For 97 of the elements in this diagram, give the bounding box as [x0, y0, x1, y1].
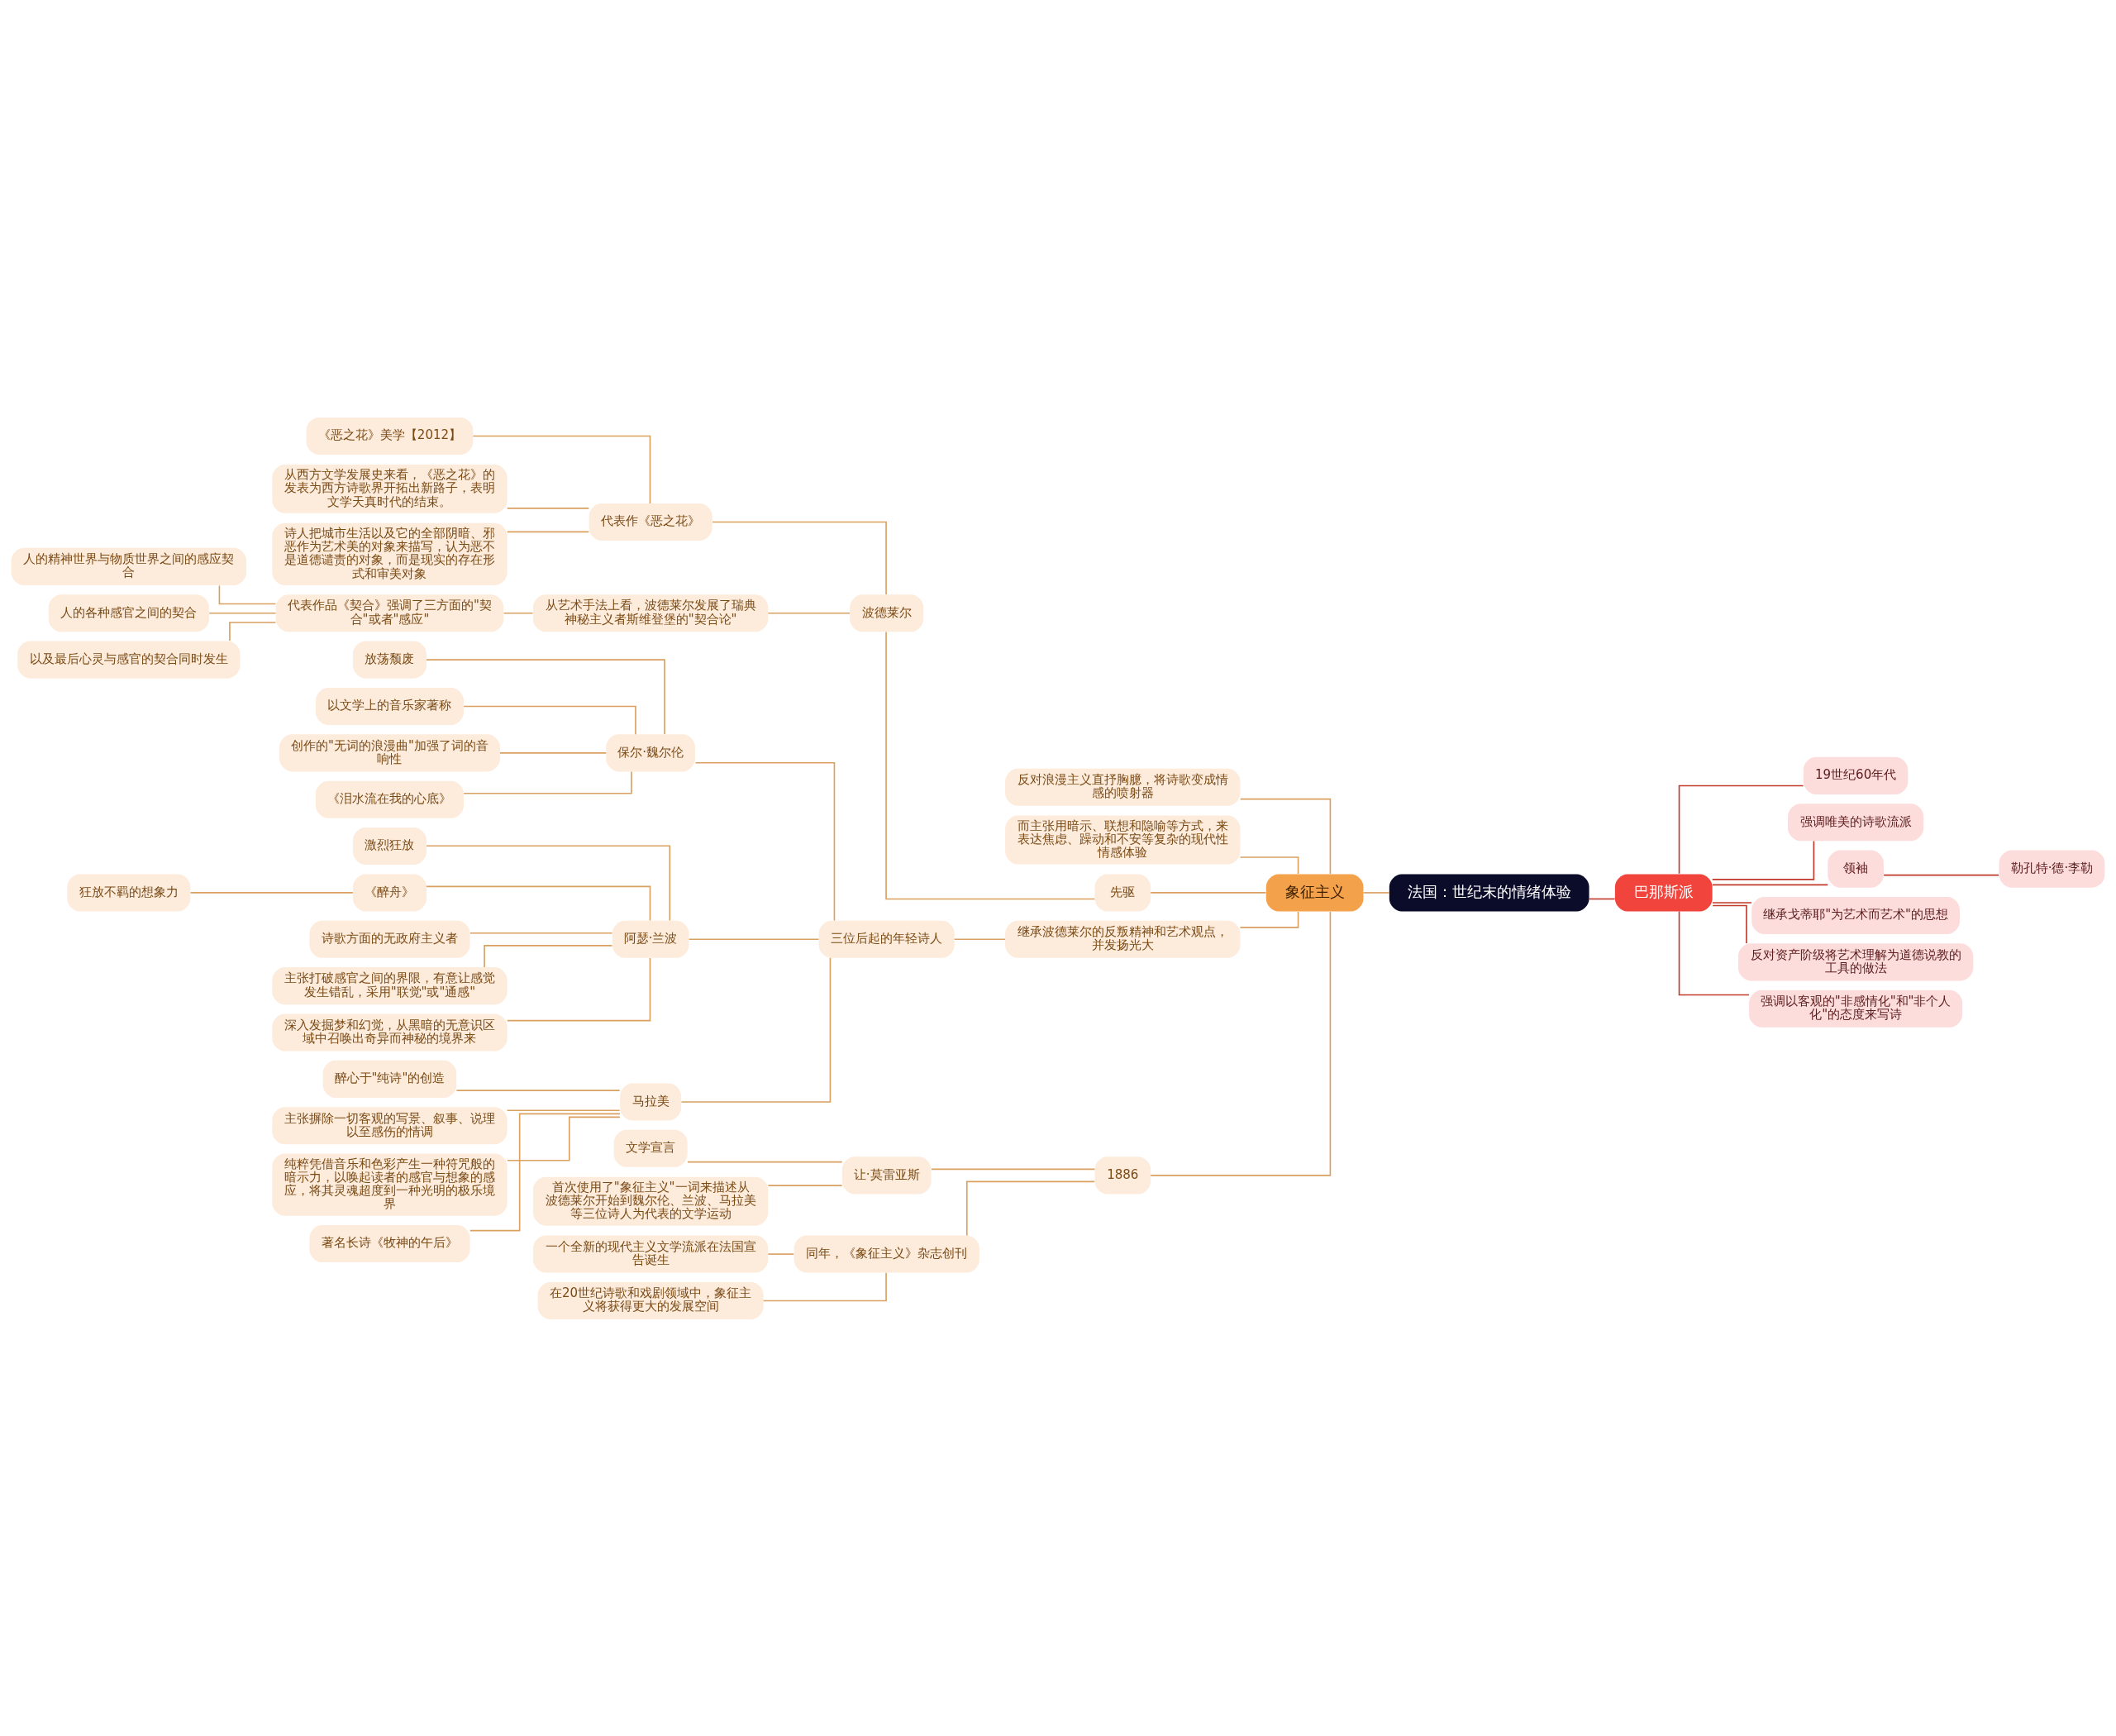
connector [1239, 798, 1332, 875]
connector [762, 1271, 887, 1301]
node-box: 以文学上的音乐家著称 [315, 687, 465, 725]
node-box: 《恶之花》美学【2012】 [306, 417, 474, 455]
connector [1883, 874, 1999, 875]
connector [506, 956, 651, 1021]
connector [1711, 840, 1815, 880]
connector [1678, 785, 1804, 875]
node-box: 领袖 [1828, 850, 1884, 888]
node-box: 继承戈蒂耶"为艺术而艺术"的思想 [1751, 896, 1960, 934]
node-box: 保尔·魏尔伦 [606, 733, 695, 771]
connector [965, 1180, 1095, 1236]
connector [463, 770, 632, 794]
node-box: 狂放不羁的想象力 [67, 873, 191, 911]
connector [229, 621, 277, 641]
node-box: 放荡颓废 [353, 641, 427, 679]
node-box: 文学宣言 [613, 1129, 688, 1167]
node-box: 以及最后心灵与感官的契合同时发生 [17, 641, 241, 679]
connector [218, 584, 277, 604]
connector [506, 1109, 621, 1111]
connector [767, 1184, 843, 1186]
node-box: 继承波德莱尔的反叛精神和艺术观点，并发扬光大 [1005, 920, 1241, 958]
node-box: 创作的"无词的浪漫曲"加强了词的音响性 [279, 733, 500, 771]
connector [469, 932, 613, 934]
connector [885, 631, 1096, 899]
connector [208, 612, 277, 614]
connector [712, 521, 887, 595]
connector [469, 1113, 621, 1231]
node-box: 人的各种感官之间的契合 [48, 594, 209, 632]
node-box: 从西方文学发展史来看，《恶之花》的发表为西方诗歌界开拓出新路子，表明文学天真时代的结束。 [272, 464, 508, 513]
connector [1150, 910, 1332, 1176]
node-box: 在20世纪诗歌和戏剧领域中，象征主义将获得更大的发展空间 [537, 1281, 764, 1319]
connector [455, 1089, 621, 1091]
connector [484, 944, 613, 968]
connector [507, 507, 590, 509]
node-box: 法国：世纪末的情绪体验 [1389, 873, 1589, 911]
node-box: 代表作品《契合》强调了三方面的"契合"或者"感应" [275, 594, 504, 632]
node-box: 诗歌方面的无政府主义者 [309, 920, 470, 958]
connector [687, 1161, 843, 1162]
node-box: 《醉舟》 [353, 873, 427, 911]
connector [694, 761, 836, 921]
connector [1712, 901, 1752, 904]
connector [767, 612, 851, 614]
connector [688, 938, 820, 940]
connector [503, 612, 534, 614]
connector [507, 1116, 621, 1161]
node-box: 诗人把城市生活以及它的全部阴暗、邪恶作为艺术美的对象来描写，认为恶不是道德谴责的对象，而是现实的存在形式和审美对象 [272, 522, 508, 585]
connector [426, 885, 651, 921]
connector [680, 956, 832, 1103]
node-box: 三位后起的年轻诗人 [818, 920, 955, 958]
node-box: 让·莫雷亚斯 [841, 1156, 932, 1194]
node-box: 著名长诗《牧神的午后》 [309, 1224, 470, 1262]
connector [472, 435, 651, 504]
connector [499, 751, 608, 754]
node-box: 代表作《恶之花》 [589, 503, 712, 541]
connector [426, 844, 671, 921]
node-box: 19世纪60年代 [1803, 756, 1909, 794]
connector [1239, 856, 1299, 875]
node-box: 主张打破感官之间的界限，有意让感觉发生错乱，采用"联觉"或"通感" [272, 966, 508, 1004]
node-box: 醉心于"纯诗"的创造 [322, 1060, 457, 1098]
connector [1150, 891, 1267, 894]
node-box: 主张摒除一切客观的写景、叙事、说理以至感伤的情调 [272, 1106, 508, 1144]
node-box: 强调以客观的"非感情化"和"非个人化"的态度来写诗 [1749, 990, 1963, 1028]
node-box: 1886 [1094, 1156, 1151, 1194]
node-box: 《泪水流在我的心底》 [315, 780, 465, 818]
node-box: 人的精神世界与物质世界之间的感应契合 [11, 547, 246, 585]
node-box: 而主张用暗示、联想和隐喻等方式，来表达焦虑、躁动和不安等复杂的现代性情感体验 [1005, 815, 1241, 864]
node-box: 先驱 [1094, 873, 1151, 911]
node-box: 马拉美 [620, 1082, 682, 1120]
node-box: 一个全新的现代主义文学流派在法国宣告诞生 [532, 1235, 769, 1273]
node-box: 纯粹凭借音乐和色彩产生一种符咒般的暗示力，以唤起读者的感官与想象的感应，将其灵魂超度到一种光明的极乐境界 [272, 1153, 508, 1216]
connector [1712, 904, 1747, 944]
connector [1362, 891, 1390, 894]
node-box: 反对浪漫主义直抒胸臆，将诗歌变成情感的喷射器 [1005, 768, 1241, 806]
connector [767, 1252, 795, 1255]
connector [426, 658, 665, 735]
node-box: 象征主义 [1265, 873, 1364, 911]
connector [1678, 910, 1750, 995]
connector [1588, 898, 1616, 899]
node-box: 阿瑟·兰波 [612, 920, 689, 958]
connector [1239, 910, 1299, 928]
connector [931, 1168, 1096, 1170]
connector [189, 891, 354, 894]
connector [1712, 884, 1828, 885]
node-box: 巴那斯派 [1614, 873, 1713, 911]
node-box: 强调唯美的诗歌流派 [1788, 803, 1924, 841]
node-box: 反对资产阶级将艺术理解为道德说教的工具的做法 [1737, 942, 1974, 980]
connector [507, 531, 590, 532]
node-box: 同年，《象征主义》杂志创刊 [794, 1235, 979, 1273]
node-box: 首次使用了"象征主义"一词来描述从波德莱尔开始到魏尔伦、兰波、马拉美等三位诗人为代表的文学运动 [532, 1176, 769, 1226]
connector [954, 938, 1006, 940]
node-box: 波德莱尔 [850, 594, 924, 632]
node-box: 勒孔特·德·李勒 [1999, 850, 2105, 888]
connector [463, 705, 636, 735]
node-box: 从艺术手法上看，波德莱尔发展了瑞典神秘主义者斯维登堡的"契合论" [532, 594, 769, 632]
node-box: 激烈狂放 [353, 827, 427, 865]
node-box: 深入发掘梦和幻觉，从黑暗的无意识区域中召唤出奇异而神秘的境界来 [272, 1013, 508, 1052]
